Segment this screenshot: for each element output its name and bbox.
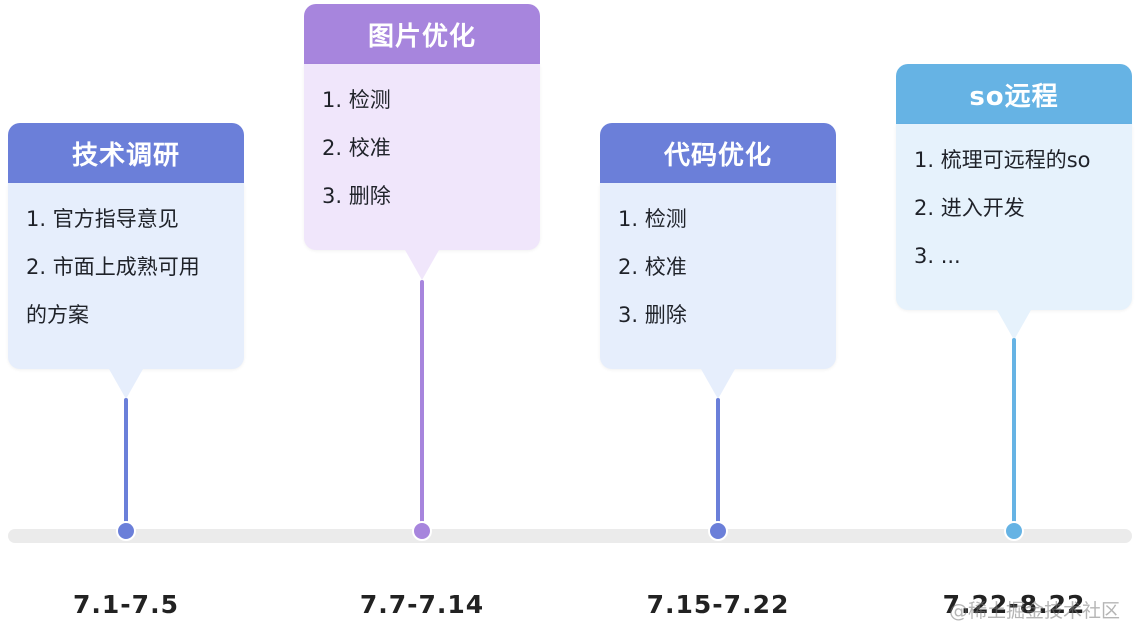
timeline-dot-3 xyxy=(708,521,728,541)
callout-pointer xyxy=(405,250,439,280)
milestone-card-2: 图片优化 1. 检测 2. 校准 3. 删除 xyxy=(304,4,540,280)
callout-pointer xyxy=(701,369,735,399)
milestone-item: 1. 官方指导意见 xyxy=(26,207,179,231)
milestone-item: 3. 删除 xyxy=(618,303,687,327)
milestone-card-4: so远程 1. 梳理可远程的so 2. 进入开发 3. ... xyxy=(896,64,1132,340)
milestone-title-4: so远程 xyxy=(896,64,1132,124)
milestone-date-1: 7.1-7.5 xyxy=(73,590,179,619)
milestone-item: 2. 进入开发 xyxy=(914,196,1025,220)
milestone-stem-3 xyxy=(716,398,720,528)
callout-pointer xyxy=(109,369,143,399)
timeline-dot-4 xyxy=(1004,521,1024,541)
milestone-stem-4 xyxy=(1012,338,1016,528)
milestone-body-4: 1. 梳理可远程的so 2. 进入开发 3. ... xyxy=(896,124,1132,340)
milestone-title-2: 图片优化 xyxy=(304,4,540,64)
milestone-date-2: 7.7-7.14 xyxy=(359,590,485,619)
milestone-item: 3. 删除 xyxy=(322,184,391,208)
milestone-date-4: 7.22-8.22 xyxy=(942,590,1086,619)
milestone-item: 的方案 xyxy=(26,303,89,327)
milestone-title-3: 代码优化 xyxy=(600,123,836,183)
milestone-stem-2 xyxy=(420,280,424,528)
milestone-body-1: 1. 官方指导意见 2. 市面上成熟可用 的方案 xyxy=(8,183,244,399)
timeline-axis xyxy=(8,529,1132,543)
milestone-item: 1. 梳理可远程的so xyxy=(914,148,1091,172)
milestone-item: 2. 校准 xyxy=(322,136,391,160)
milestone-item: 2. 市面上成熟可用 xyxy=(26,255,200,279)
milestone-title-1: 技术调研 xyxy=(8,123,244,183)
milestone-item: 3. ... xyxy=(914,244,961,268)
milestone-item: 2. 校准 xyxy=(618,255,687,279)
milestone-item: 1. 检测 xyxy=(322,88,391,112)
milestone-body-3: 1. 检测 2. 校准 3. 删除 xyxy=(600,183,836,399)
milestone-card-3: 代码优化 1. 检测 2. 校准 3. 删除 xyxy=(600,123,836,399)
milestone-date-3: 7.15-7.22 xyxy=(646,590,790,619)
watermark: @稀土掘金技术社区 xyxy=(948,600,1120,622)
milestone-body-2: 1. 检测 2. 校准 3. 删除 xyxy=(304,64,540,280)
milestone-card-1: 技术调研 1. 官方指导意见 2. 市面上成熟可用 的方案 xyxy=(8,123,244,399)
milestone-stem-1 xyxy=(124,398,128,528)
callout-pointer xyxy=(997,310,1031,340)
milestone-item: 1. 检测 xyxy=(618,207,687,231)
timeline-dot-2 xyxy=(412,521,432,541)
timeline-dot-1 xyxy=(116,521,136,541)
